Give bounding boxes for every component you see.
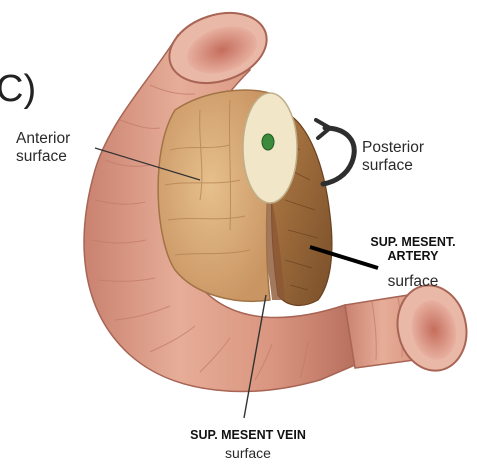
anterior-label-line2: surface: [16, 148, 70, 166]
smv-label-line2: surface: [158, 445, 338, 461]
sma-surface-label: SUP. MESENT. ARTERY surface: [352, 235, 474, 291]
panel-letter: C): [0, 68, 36, 112]
sma-label-line2: ARTERY: [352, 249, 474, 263]
sma-label-line1: SUP. MESENT.: [352, 235, 474, 249]
smv-surface-label: SUP. MESENT VEIN surface: [158, 428, 338, 461]
posterior-surface-label: Posterior surface: [362, 139, 424, 175]
anterior-surface-label: Anterior surface: [16, 130, 70, 166]
pancreas-head: [158, 90, 332, 305]
pancreatic-duct: [262, 134, 274, 150]
posterior-label-line2: surface: [362, 157, 424, 175]
sma-label-line3: surface: [352, 273, 474, 291]
posterior-label-line1: Posterior: [362, 139, 424, 157]
anterior-label-line1: Anterior: [16, 130, 70, 148]
smv-label-line1: SUP. MESENT VEIN: [158, 428, 338, 442]
